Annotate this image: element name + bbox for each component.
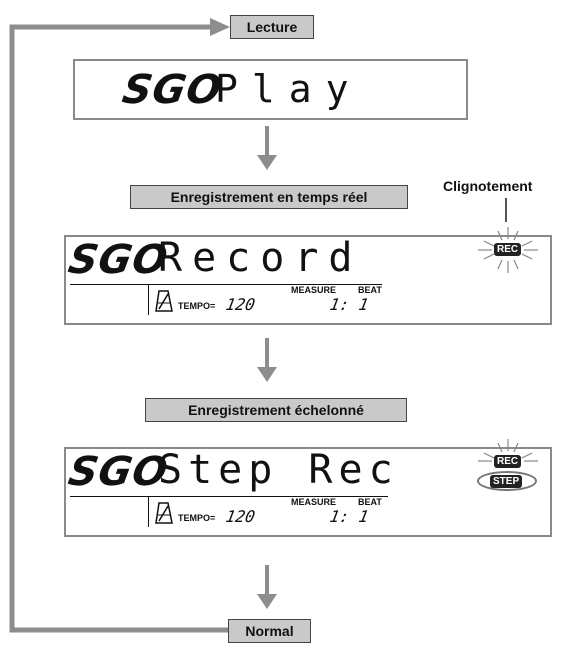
blink-label: Clignotement <box>443 178 533 194</box>
blink-rays-icon <box>478 439 538 462</box>
label-realtime: Enregistrement en temps réel <box>130 185 408 209</box>
measure-beat-value: 1: 1 <box>328 295 371 314</box>
lcd-prefix: SGO <box>64 237 172 283</box>
measure-beat-value: 1: 1 <box>328 507 371 526</box>
metronome-icon <box>155 290 173 312</box>
measure-label: MEASURE <box>291 497 337 507</box>
label-step: Enregistrement échelonné <box>145 398 407 422</box>
lcd-divider <box>148 497 149 527</box>
lcd-prefix: SGO <box>64 449 172 495</box>
lcd-play: SGO Play <box>73 59 468 120</box>
down-arrow-icon <box>257 126 277 170</box>
step-badge: STEP <box>490 475 523 488</box>
tempo-value: 120 <box>224 295 257 314</box>
lcd-text-step: Step Rec <box>158 447 399 493</box>
down-arrow-icon <box>257 338 277 382</box>
blink-rays-icon <box>478 227 538 273</box>
label-normal: Normal <box>228 619 311 643</box>
lcd-divider <box>148 285 149 315</box>
lcd-step: SGO Step Rec TEMPO= 120 MEASURE BEAT 1: … <box>64 439 552 537</box>
rec-badge: REC <box>494 243 522 256</box>
down-arrow-icon <box>257 565 277 609</box>
lcd-underline <box>70 284 382 285</box>
lcd-text-record: Record <box>158 235 363 281</box>
tempo-label: TEMPO= <box>178 301 216 311</box>
beat-label: BEAT <box>358 497 382 507</box>
lcd-underline <box>70 496 388 497</box>
lcd-record: SGO Record TEMPO= 120 MEASURE BEAT 1: 1 … <box>64 227 552 325</box>
tempo-label: TEMPO= <box>178 513 216 523</box>
blink-pointer-line <box>505 198 507 222</box>
lcd-prefix: SGO <box>118 67 226 113</box>
step-highlight-ellipse <box>477 471 537 491</box>
tempo-value: 120 <box>224 507 257 526</box>
metronome-icon <box>155 502 173 524</box>
lcd-text-play: Play <box>215 67 363 111</box>
rec-badge: REC <box>494 455 522 468</box>
measure-label: MEASURE <box>291 285 337 295</box>
label-lecture: Lecture <box>230 15 314 39</box>
beat-label: BEAT <box>358 285 382 295</box>
